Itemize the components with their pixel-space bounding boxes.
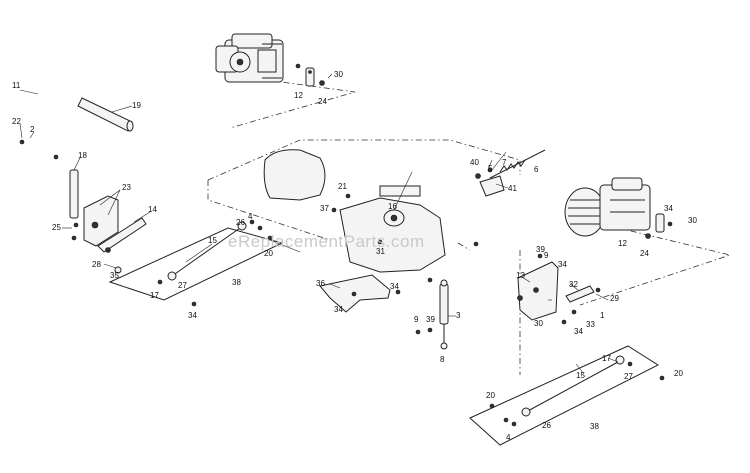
callout: 31 [376,247,385,256]
callout: 28 [92,260,101,269]
callout: 8 [440,355,445,364]
callout: 17 [150,291,159,300]
callout: 25 [52,223,61,232]
callout: 21 [338,182,347,191]
callout: 29 [610,294,619,303]
callout: 34 [574,327,583,336]
callout: 17 [602,354,611,363]
callout: 34 [390,282,399,291]
callout: 20 [674,369,683,378]
callout: 12 [294,91,303,100]
callout: 4 [248,212,253,221]
callout: 34 [188,311,197,320]
callout: 14 [148,205,157,214]
callout: 34 [334,305,343,314]
callout: 30 [688,216,697,225]
callout: 38 [232,278,241,287]
callout: 26 [236,218,245,227]
callout: 37 [320,204,329,213]
control-handle [19,86,134,170]
callout: 15 [208,236,217,245]
callouts: 11 19 22 2 18 23 14 25 28 35 26 4 15 20 … [12,70,697,442]
callout: 34 [558,260,567,269]
callout: 35 [110,271,119,280]
callout: 23 [122,183,131,192]
callout: 12 [618,239,627,248]
callout: 15 [576,371,585,380]
callout: 9 [414,315,419,324]
bracket-right [645,213,673,239]
callout: 4 [506,433,511,442]
callout: 32 [569,280,578,289]
watermark: eReplacementParts.com [228,232,425,251]
callout: 16 [388,202,397,211]
callout: 40 [470,158,479,167]
callout: 26 [542,421,551,430]
spring-assembly [475,149,546,197]
callout: 39 [426,315,435,324]
bracket-left-upper [295,63,333,87]
leader-lines [19,89,619,375]
frame-center [263,149,479,273]
rod-lower [489,355,665,427]
callout: 1 [600,311,605,320]
callout: 20 [264,249,273,258]
callout: 27 [624,372,633,381]
callout: 18 [78,151,87,160]
callout: 20 [486,391,495,400]
callout: 3 [456,311,461,320]
link-plate-lower [469,345,660,446]
callout: 30 [534,319,543,328]
link-plate-upper [108,227,284,301]
callout: 41 [508,184,517,193]
lift-bracket [319,274,401,313]
callout: 38 [590,422,599,431]
callout: 24 [640,249,649,258]
callout: 22 [12,117,21,126]
rod-upper [157,219,273,307]
callout: 27 [178,281,187,290]
callout: 34 [664,204,673,213]
transaxle-left [215,33,284,83]
callout: 6 [534,165,539,174]
callout: 24 [318,97,327,106]
control-bracket-right [517,253,601,325]
gas-strut [415,277,449,350]
transaxle-right [564,177,651,237]
callout: 30 [334,70,343,79]
callout: 9 [544,251,549,260]
callout: 33 [586,320,595,329]
callout: 11 [12,81,21,90]
callout: 7 [502,158,507,167]
callout: 2 [30,125,35,134]
callout: 36 [316,279,325,288]
assembly-outline [207,74,732,375]
callout: 5 [488,164,493,173]
callout: 13 [516,271,525,280]
callout: 39 [536,245,545,254]
callout: 19 [132,101,141,110]
